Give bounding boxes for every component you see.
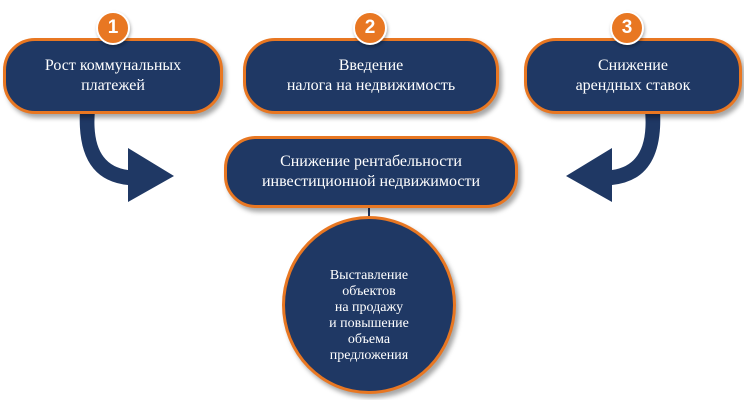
- center-box: Снижение рентабельности инвестиционной н…: [224, 136, 518, 208]
- curved-arrow-left: [79, 110, 174, 202]
- step-box-1: Рост коммунальных платежей: [3, 38, 223, 114]
- step-number-badge-1: 1: [96, 11, 130, 45]
- curved-arrow-right: [566, 110, 661, 202]
- step-number-badge-3: 3: [610, 11, 644, 45]
- step-number-badge-2: 2: [353, 11, 387, 45]
- step-box-3: Снижение арендных ставок: [524, 38, 742, 114]
- step-box-2: Введение налога на недвижимость: [243, 38, 499, 114]
- result-circle: Выставление объектов на продажу и повыше…: [282, 216, 456, 394]
